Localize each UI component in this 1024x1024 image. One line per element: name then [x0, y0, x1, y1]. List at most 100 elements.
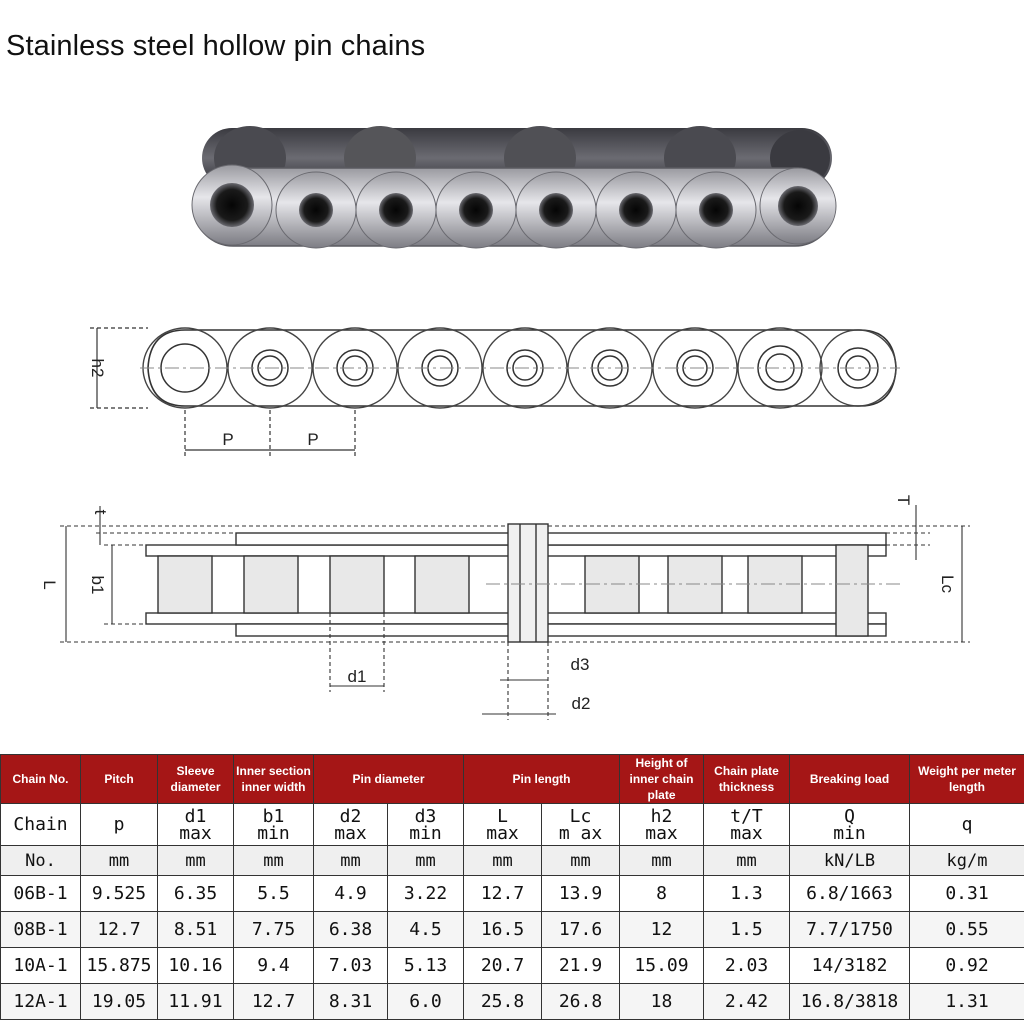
table-cell: 11.91: [157, 983, 234, 1020]
table-cell: 25.8: [463, 983, 542, 1020]
chain-number-cell: 06B-1: [0, 875, 81, 912]
unit-cell: mm: [387, 845, 464, 876]
table-cell: 5.13: [387, 947, 464, 984]
table-cell: 9.525: [80, 875, 158, 912]
side-view: [140, 327, 900, 409]
pitch-label-1: P: [222, 430, 233, 449]
table-cell: 4.5: [387, 911, 464, 948]
table-cell: 16.8/3818: [789, 983, 910, 1020]
table-cell: 10.16: [157, 947, 234, 984]
table-cell: 0.31: [909, 875, 1024, 912]
table-cell: 0.55: [909, 911, 1024, 948]
page-title: Stainless steel hollow pin chains: [6, 30, 426, 62]
table-cell: 6.8/1663: [789, 875, 910, 912]
unit-cell: mm: [541, 845, 620, 876]
table-cell: 12.7: [80, 911, 158, 948]
unit-row: No. mm mm mm mm mm mm mm mm mm kN/LB kg/…: [0, 845, 1024, 876]
table-cell: 4.9: [313, 875, 388, 912]
d1-label: d1: [348, 667, 367, 686]
top-view: [145, 523, 900, 643]
unit-cell: mm: [313, 845, 388, 876]
table-cell: 6.38: [313, 911, 388, 948]
top-view-dimensions: [60, 505, 970, 720]
T-label: T: [894, 495, 913, 505]
no-label: No.: [0, 845, 81, 876]
table-cell: 6.0: [387, 983, 464, 1020]
t-label: t: [91, 510, 110, 515]
table-cell: 6.35: [157, 875, 234, 912]
col-header: Pin diameter: [313, 754, 464, 804]
table-cell: 16.5: [463, 911, 542, 948]
table-cell: 12.7: [233, 983, 314, 1020]
col-header: Chain No.: [0, 754, 81, 804]
table-cell: 7.03: [313, 947, 388, 984]
L-label: L: [40, 580, 59, 589]
table-cell: 1.5: [703, 911, 790, 948]
table-cell: 5.5: [233, 875, 314, 912]
chain-number-cell: 10A-1: [0, 947, 81, 984]
pitch-dimensions: [184, 410, 356, 456]
spec-table: Chain No. Pitch Sleeve diameter Inner se…: [0, 754, 1024, 1020]
chain-number-cell: 12A-1: [0, 983, 81, 1020]
chain-label: Chain: [0, 803, 81, 846]
table-cell: 8.51: [157, 911, 234, 948]
unit-cell: mm: [157, 845, 234, 876]
unit-cell: mm: [80, 845, 158, 876]
symbol-cell: q: [909, 803, 1024, 846]
table-cell: 3.22: [387, 875, 464, 912]
table-cell: 7.75: [233, 911, 314, 948]
table-cell: 21.9: [541, 947, 620, 984]
h2-dimension: [90, 327, 148, 409]
table-cell: 26.8: [541, 983, 620, 1020]
Lc-label: Lc: [938, 575, 957, 593]
d3-label: d3: [571, 655, 590, 674]
unit-cell: kN/LB: [789, 845, 910, 876]
table-cell: 2.03: [703, 947, 790, 984]
table-cell: 13.9: [541, 875, 620, 912]
table-cell: 9.4: [233, 947, 314, 984]
col-header: Inner section inner width: [233, 754, 314, 804]
unit-cell: mm: [233, 845, 314, 876]
table-cell: 14/3182: [789, 947, 910, 984]
table-cell: 18: [619, 983, 704, 1020]
table-cell: 12: [619, 911, 704, 948]
unit-cell: kg/m: [909, 845, 1024, 876]
unit-cell: mm: [463, 845, 542, 876]
table-header-row: Chain No. Pitch Sleeve diameter Inner se…: [0, 754, 1024, 804]
symbol-cell: p: [80, 803, 158, 846]
table-cell: 0.92: [909, 947, 1024, 984]
col-header: Pin length: [463, 754, 620, 804]
table-cell: 1.3: [703, 875, 790, 912]
pitch-label-2: P: [307, 430, 318, 449]
col-header: Chain plate thickness: [703, 754, 790, 804]
table-cell: 15.875: [80, 947, 158, 984]
h2-label: h2: [88, 359, 107, 378]
table-cell: 17.6: [541, 911, 620, 948]
table-cell: 7.7/1750: [789, 911, 910, 948]
table-cell: 8: [619, 875, 704, 912]
table-cell: 12.7: [463, 875, 542, 912]
col-header: Weight per meter length: [909, 754, 1024, 804]
b1-label: b1: [88, 576, 107, 595]
table-cell: 1.31: [909, 983, 1024, 1020]
col-header: Breaking load: [789, 754, 910, 804]
col-header: Sleeve diameter: [157, 754, 234, 804]
chain-photo: [191, 126, 837, 249]
table-cell: 2.42: [703, 983, 790, 1020]
table-cell: 19.05: [80, 983, 158, 1020]
unit-cell: mm: [619, 845, 704, 876]
pin-holes: [210, 183, 818, 227]
